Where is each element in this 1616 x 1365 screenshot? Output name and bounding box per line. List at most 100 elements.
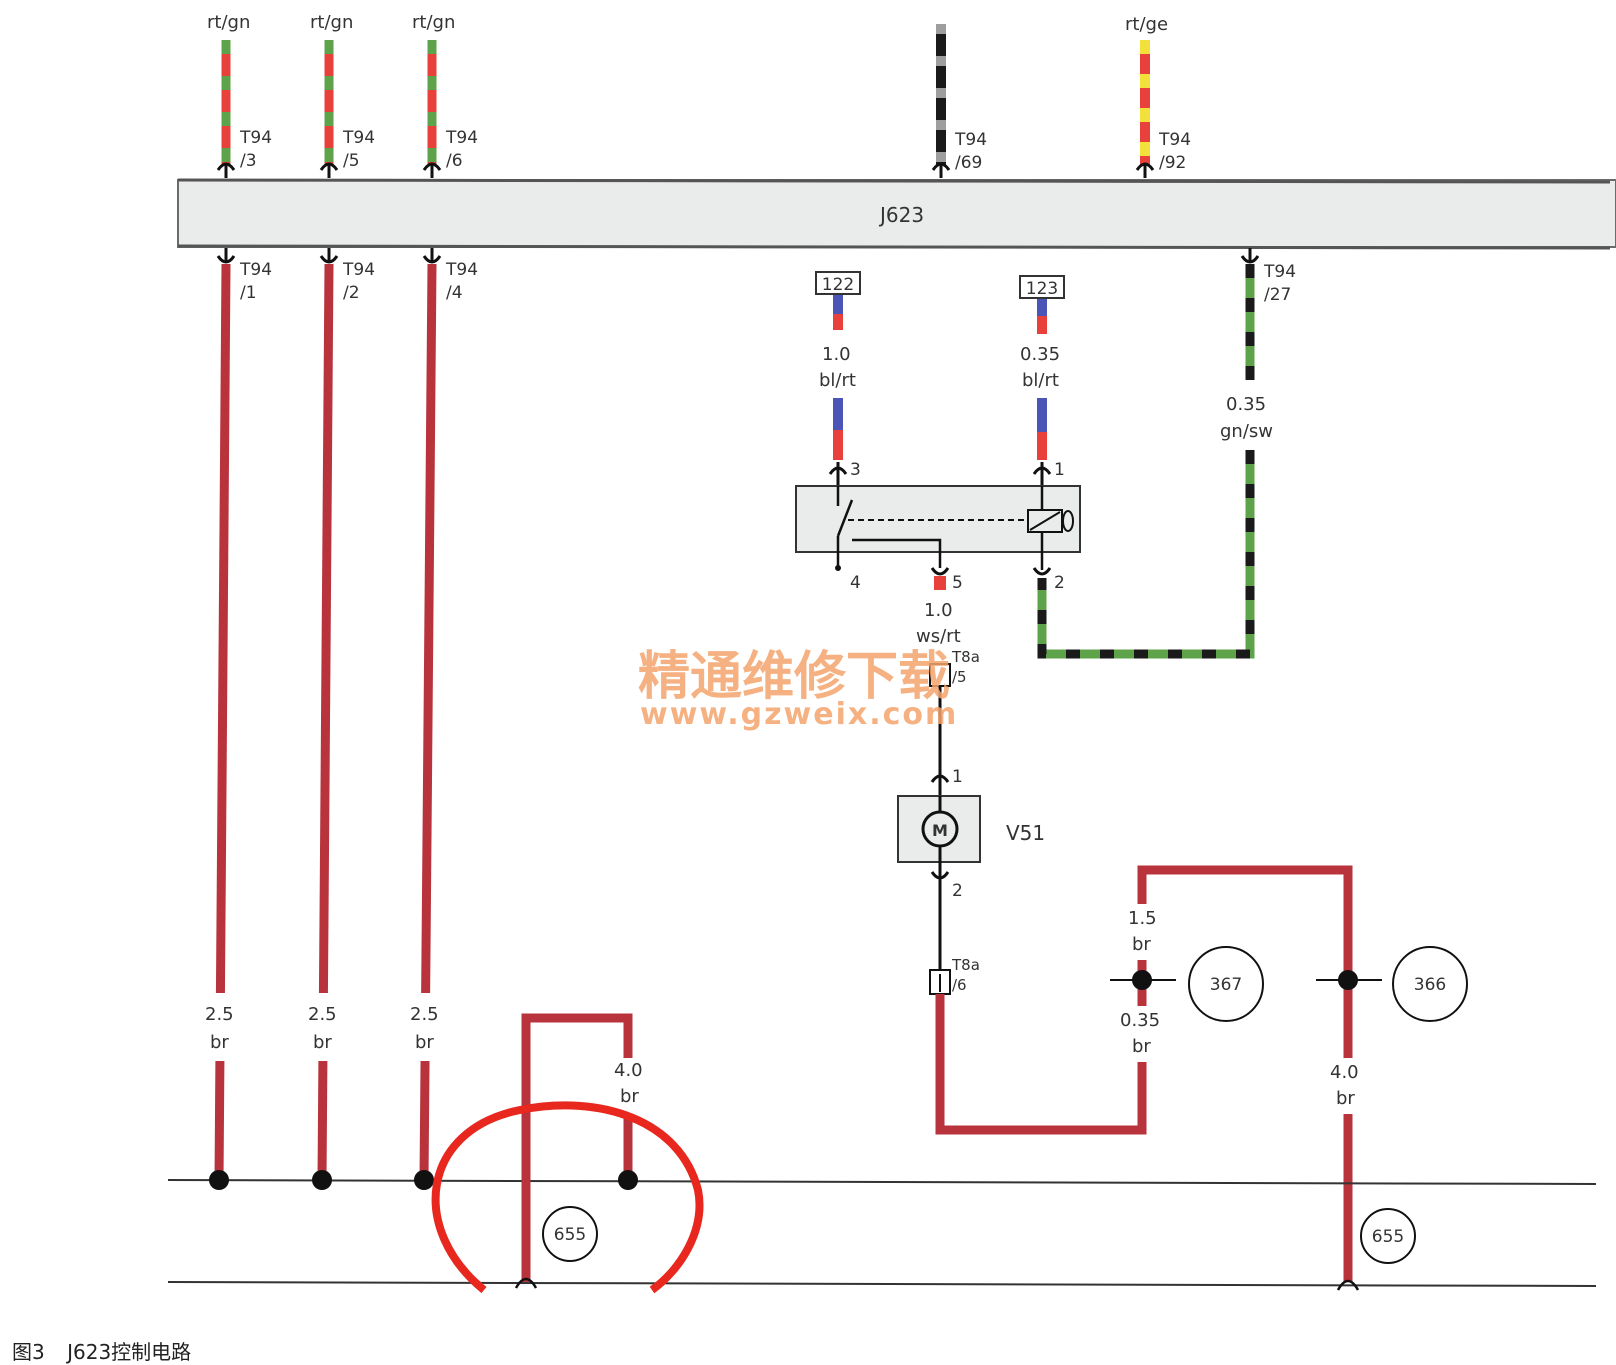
top-connector-3: T94 /6	[422, 128, 478, 178]
bottom-connector-1: T94 /1	[216, 248, 272, 303]
motor-icon	[921, 810, 959, 848]
svg-text:T94: T94	[342, 260, 375, 280]
gnd-wire-color-2: br	[1132, 934, 1151, 955]
svg-text:T8a: T8a	[951, 648, 980, 666]
svg-text:655: 655	[1372, 1227, 1404, 1247]
watermark: 精通维修下载 www.gzweix.com	[638, 647, 958, 732]
svg-text:/5: /5	[952, 668, 967, 686]
gnd-wire-color-1: br	[620, 1086, 639, 1107]
wire-label-size-2: 2.5	[308, 1004, 337, 1025]
svg-text:366: 366	[1414, 975, 1446, 995]
svg-text:T94: T94	[954, 130, 987, 150]
relay-wire-size-2: 0.35	[1020, 344, 1060, 365]
svg-text:122: 122	[822, 275, 854, 295]
top-wires: rt/gn rt/gn rt/gn rt/ge	[207, 12, 1168, 165]
svg-text:www.gzweix.com: www.gzweix.com	[640, 697, 958, 732]
top-connector-5: T94 /92	[1135, 130, 1191, 178]
motor-v51: 1 M V51 2 T8a /6	[897, 767, 1045, 995]
svg-text:2: 2	[1054, 573, 1065, 593]
figure-title: J623控制电路	[67, 1340, 192, 1364]
svg-text:4: 4	[850, 573, 861, 593]
svg-text:精通维修下载: 精通维修下载	[638, 647, 950, 707]
gnsw-wire-size: 0.35	[1226, 394, 1266, 415]
wire-gn-sw: 0.35 gn/sw	[1037, 264, 1273, 659]
top-connectors: T94 /3 T94 /5 T94 /6 T94 /69 T94 /92	[216, 128, 1191, 178]
module-label: J623	[878, 203, 924, 227]
ground-bus: 4.0 br 655 655	[167, 1013, 1597, 1291]
svg-text:T94: T94	[445, 128, 478, 148]
ground-wires-left: 2.5 br 2.5 br 2.5 br	[198, 263, 447, 1181]
gnsw-wire-color: gn/sw	[1220, 421, 1273, 442]
svg-text:/3: /3	[240, 151, 257, 171]
gnd-wire-size-1: 4.0	[614, 1060, 643, 1081]
svg-text:/92: /92	[1159, 153, 1186, 173]
figure-number: 图3	[12, 1340, 45, 1364]
svg-text:655: 655	[554, 1225, 586, 1245]
svg-text:T94: T94	[239, 128, 272, 148]
top-wire-label-5: rt/ge	[1125, 14, 1168, 35]
bottom-connector-4: T94 /27	[1240, 248, 1296, 305]
ground-ref-655-a	[542, 1206, 598, 1262]
top-connector-1: T94 /3	[216, 128, 272, 178]
svg-text:M: M	[932, 821, 948, 840]
wire-label-size-3: 2.5	[410, 1004, 439, 1025]
gnd-wire-color-4: br	[1336, 1088, 1355, 1109]
svg-text:3: 3	[850, 460, 861, 480]
relay: 3 1 4 5 2	[795, 460, 1081, 593]
bottom-connectors: T94 /1 T94 /2 T94 /4 T94 /27	[216, 248, 1296, 305]
svg-text:/4: /4	[446, 283, 463, 303]
top-connector-2: T94 /5	[319, 128, 375, 178]
relay-wire-color-1: bl/rt	[819, 370, 856, 391]
svg-text:/1: /1	[240, 283, 257, 303]
svg-text:/69: /69	[955, 153, 982, 173]
svg-text:T94: T94	[239, 260, 272, 280]
wire-label-color-1: br	[210, 1032, 229, 1053]
svg-text:2: 2	[952, 881, 963, 901]
gnd-wire-color-3: br	[1132, 1036, 1151, 1057]
svg-text:1: 1	[952, 767, 963, 787]
top-connector-4: T94 /69	[931, 130, 987, 178]
relay-wire-color-2: bl/rt	[1022, 370, 1059, 391]
module-bar	[177, 179, 1616, 248]
ref-box-123	[1019, 275, 1065, 299]
highlight-arc	[431, 1101, 704, 1294]
output-wire-size: 1.0	[924, 600, 953, 621]
gnd-wire-size-3: 0.35	[1120, 1010, 1160, 1031]
svg-text:/6: /6	[446, 151, 463, 171]
output-wire-color: ws/rt	[916, 626, 961, 647]
ref-box-122	[815, 271, 861, 295]
relay-refs: 122 123 1.0 bl/rt 0.35 bl/rt	[815, 271, 1065, 460]
svg-text:/27: /27	[1264, 285, 1291, 305]
svg-text:/2: /2	[343, 283, 360, 303]
svg-text:T94: T94	[1158, 130, 1191, 150]
top-wire-label-3: rt/gn	[412, 12, 455, 33]
top-wire-label-1: rt/gn	[207, 12, 250, 33]
bottom-connector-3: T94 /4	[422, 248, 478, 303]
figure-caption: 图3 J623控制电路	[12, 1336, 207, 1365]
svg-text:T94: T94	[1263, 262, 1296, 282]
module-j623: J623	[177, 178, 1616, 250]
gnd-wire-size-4: 4.0	[1330, 1062, 1359, 1083]
motor-label: V51	[1006, 821, 1045, 845]
ground-ref-367	[1188, 946, 1264, 1022]
wire-label-size-1: 2.5	[205, 1004, 234, 1025]
svg-text:5: 5	[952, 573, 963, 593]
ground-ref-655-b	[1360, 1208, 1416, 1264]
relay-output-wire: 1.0 ws/rt T8a /5	[916, 576, 980, 774]
svg-text:/5: /5	[343, 151, 360, 171]
ground-ref-366	[1392, 946, 1468, 1022]
wire-label-color-3: br	[415, 1032, 434, 1053]
relay-wire-size-1: 1.0	[822, 344, 851, 365]
svg-text:123: 123	[1026, 279, 1058, 299]
svg-text:T94: T94	[342, 128, 375, 148]
bottom-connector-2: T94 /2	[319, 248, 375, 303]
svg-text:T94: T94	[445, 260, 478, 280]
top-wire-label-2: rt/gn	[310, 12, 353, 33]
svg-text:367: 367	[1210, 975, 1242, 995]
wire-label-color-2: br	[313, 1032, 332, 1053]
svg-text:T8a: T8a	[951, 956, 980, 974]
svg-text:1: 1	[1054, 460, 1065, 480]
motor-ground-wires: 1.5 br 0.35 br 4.0 br 367 366	[935, 865, 1468, 1282]
gnd-wire-size-2: 1.5	[1128, 908, 1157, 929]
